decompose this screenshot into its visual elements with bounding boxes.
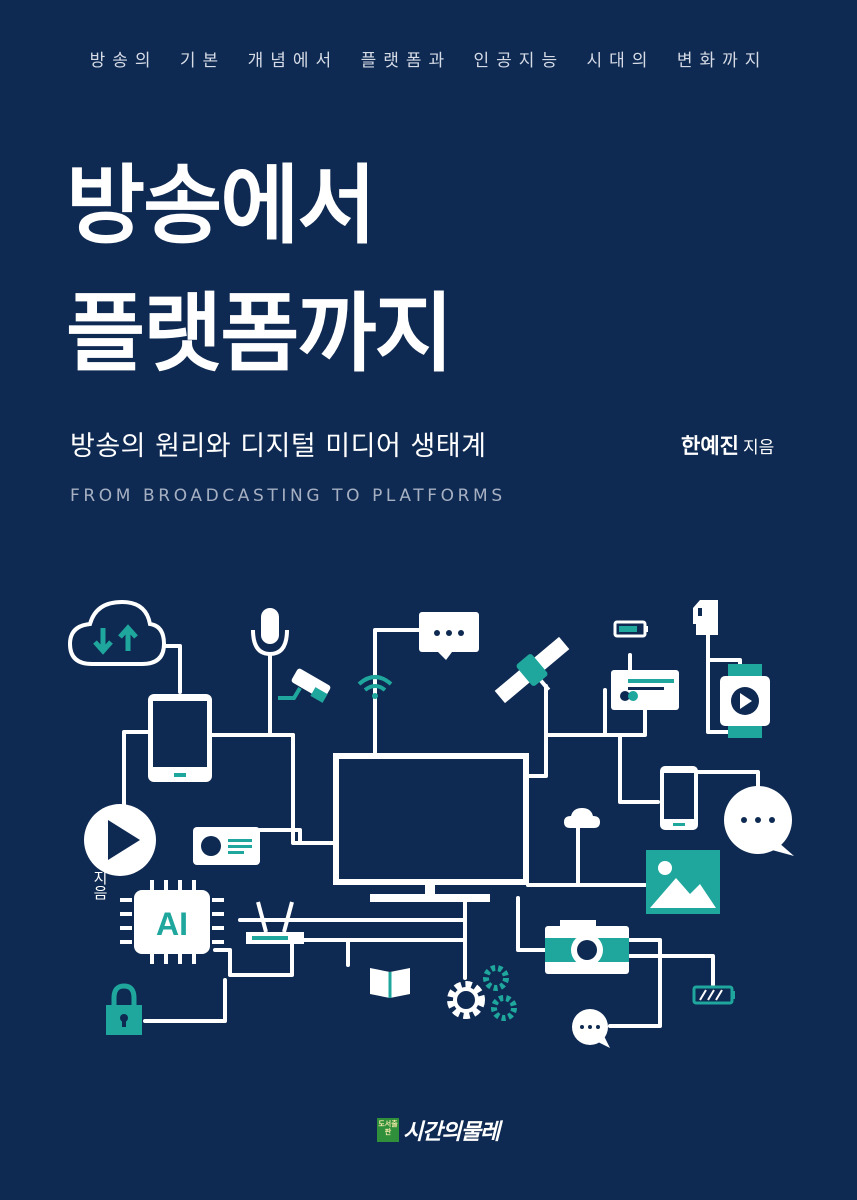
camera-icon (545, 920, 629, 974)
battery-icon (613, 620, 648, 638)
tablet-icon (148, 694, 212, 782)
publisher-logo: 도서출판 시간의물레 (377, 1114, 500, 1146)
smartphone-icon (660, 766, 698, 830)
chat-bubble-icon (419, 612, 479, 660)
book-icon (370, 968, 410, 998)
tv-monitor-icon (333, 753, 529, 902)
tagline: 방송의 기본 개념에서 플랫폼과 인공지능 시대의 변화까지 (89, 51, 768, 71)
satellite-icon (494, 636, 570, 704)
cctv-camera-icon (278, 668, 331, 703)
message-bubble-icon (724, 786, 794, 856)
small-cloud-icon (564, 808, 600, 828)
gear-icon (447, 965, 517, 1021)
ghost-author-text: 지음 (91, 870, 109, 900)
publisher-name: 시간의물레 (403, 1120, 500, 1145)
smartwatch-icon (720, 664, 770, 738)
microphone-icon (251, 608, 289, 664)
book-title: 방송에서 플랫폼까지 (66, 142, 454, 398)
battery-charging-icon (692, 985, 735, 1005)
cloud-sync-icon (67, 599, 167, 666)
author-role: 지음 (742, 438, 775, 458)
play-button-icon (84, 804, 156, 876)
radio-icon (193, 827, 260, 865)
media-network-illustration: AI (67, 599, 794, 1048)
english-title: FROM BROADCASTING TO PLATFORMS (70, 486, 506, 506)
subtitle: 방송의 원리와 디지털 미디어 생태계 (70, 431, 487, 462)
router-icon (246, 901, 304, 944)
credit-card-icon (611, 670, 679, 710)
ai-chip-icon: AI (120, 880, 224, 964)
wifi-icon (357, 675, 393, 699)
lock-icon (106, 983, 142, 1035)
small-chat-icon (572, 1009, 610, 1048)
image-icon (646, 850, 720, 914)
ai-chip-label: AI (156, 906, 188, 942)
connector-lines (122, 628, 760, 1028)
sd-card-icon (693, 600, 718, 635)
publisher-seal: 도서출판 (377, 1118, 399, 1142)
title-line-2: 플랫폼까지 (66, 284, 454, 384)
title-line-1: 방송에서 (66, 156, 376, 256)
author-name: 한예진 (681, 434, 739, 458)
